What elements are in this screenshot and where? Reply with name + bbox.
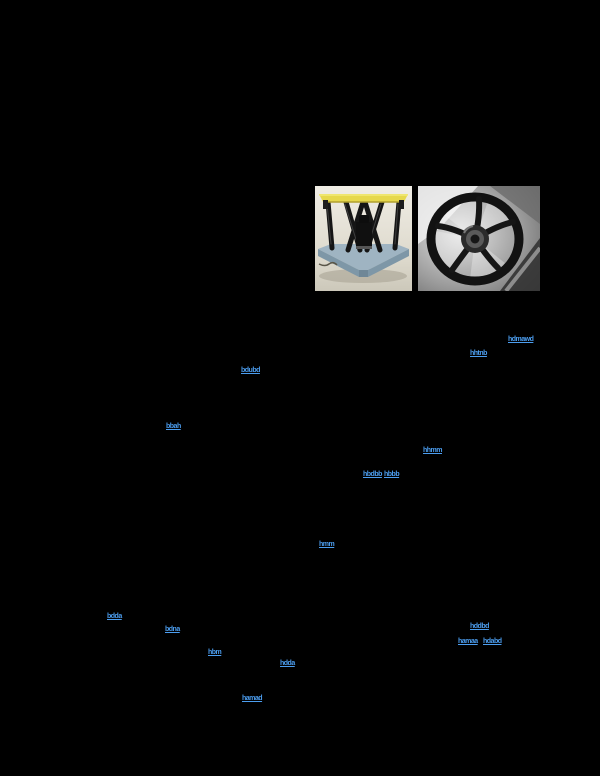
citation-link[interactable]: bdda xyxy=(107,613,122,620)
payload-cap xyxy=(359,215,369,223)
citation-link[interactable]: bdubd xyxy=(241,367,260,374)
steering-wheel-photo xyxy=(418,186,540,291)
citation-link[interactable]: hhtnb xyxy=(470,350,487,357)
citation-link[interactable]: hdmawd xyxy=(508,336,534,343)
citation-link[interactable]: bbah xyxy=(166,423,181,430)
payload-box xyxy=(356,222,372,248)
wheel-rim xyxy=(426,192,524,286)
base-left-face xyxy=(318,249,359,277)
citation-link[interactable]: hbbb xyxy=(384,471,400,478)
citation-link[interactable]: hmm xyxy=(319,541,335,548)
citation-link[interactable]: hhmm xyxy=(423,447,443,454)
dark-top-right xyxy=(490,186,540,224)
citation-link[interactable]: hamad xyxy=(242,695,263,702)
right-corner-post xyxy=(399,200,404,209)
citation-link[interactable]: hddbd xyxy=(470,623,489,630)
payload-base-band xyxy=(356,246,372,249)
left-corner-post xyxy=(323,200,328,209)
hexapod-platform-graphic xyxy=(315,186,412,291)
citation-link[interactable]: hdda xyxy=(280,660,295,667)
steering-wheel-graphic xyxy=(418,186,540,291)
citation-link[interactable]: bdna xyxy=(165,626,180,633)
cable xyxy=(318,261,338,267)
hub-center xyxy=(470,234,480,244)
citation-link[interactable]: hamaa xyxy=(458,638,478,645)
base-right-face xyxy=(368,249,409,277)
dark-bottom-right xyxy=(500,238,540,291)
citation-link[interactable]: hdabd xyxy=(483,638,502,645)
base-front-face xyxy=(359,270,368,277)
hub-highlight xyxy=(463,225,474,234)
base-top-face xyxy=(318,244,409,270)
citation-link[interactable]: hbdbb xyxy=(363,471,382,478)
top-plate xyxy=(319,194,408,202)
diagonal-reflection xyxy=(504,246,540,291)
citation-link[interactable]: hbm xyxy=(208,649,222,656)
hexapod-platform-photo xyxy=(315,186,412,291)
